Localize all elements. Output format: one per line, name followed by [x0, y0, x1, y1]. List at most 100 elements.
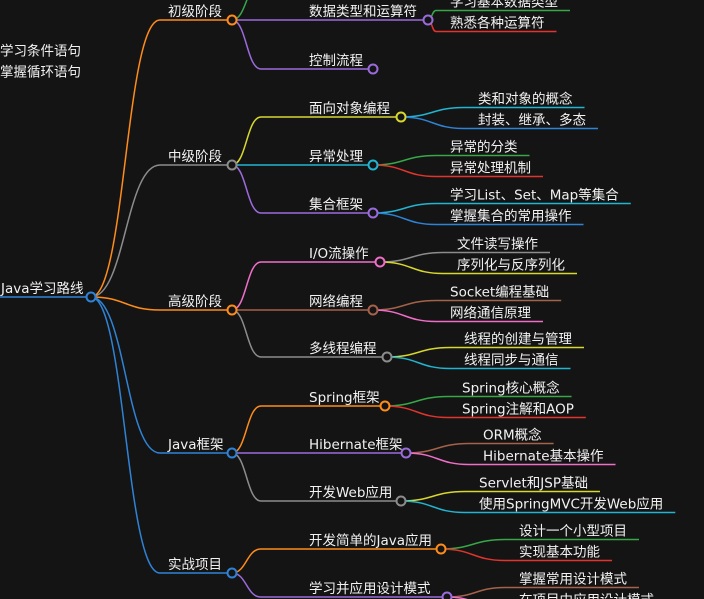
item-label: Socket编程基础 — [450, 284, 549, 301]
topic-label: I/O流操作 — [309, 246, 369, 262]
item-connector — [372, 202, 437, 214]
item-label: 网络通信原理 — [450, 306, 531, 322]
topic-node-dot[interactable] — [367, 159, 379, 171]
topic-node-dot[interactable] — [395, 111, 407, 123]
item-connector — [400, 490, 466, 502]
item-label: 序列化与反序列化 — [457, 258, 565, 274]
item-label: 在项目中应用设计模式 — [519, 592, 654, 599]
topic-connector — [231, 309, 262, 358]
topic-label: 异常处理 — [309, 149, 363, 165]
item-label: 掌握集合的常用操作 — [450, 209, 572, 225]
stage-label: Java框架 — [167, 437, 224, 453]
topic-connector — [231, 19, 262, 70]
topic-node-dot[interactable] — [379, 400, 391, 412]
item-connector — [372, 212, 437, 226]
stage-node-dot[interactable] — [226, 304, 238, 316]
item-connector — [440, 538, 506, 550]
item-connector — [405, 452, 470, 466]
item-connector — [386, 356, 451, 370]
item-label: 学习List、Set、Map等集合 — [450, 187, 619, 204]
item-connector — [400, 116, 465, 130]
topic-label: 学习并应用设计模式 — [309, 580, 431, 597]
topic-label: 面向对象编程 — [309, 101, 390, 117]
item-connector — [384, 405, 449, 419]
stage-node-dot[interactable] — [226, 159, 238, 171]
item-connector — [372, 309, 437, 323]
topic-connector — [231, 164, 262, 214]
topic-node-dot[interactable] — [395, 495, 407, 507]
item-connector — [379, 251, 444, 263]
item-label: Servlet和JSP基础 — [479, 475, 588, 492]
topic-label: 开发简单的Java应用 — [309, 532, 432, 549]
topic-connector — [231, 116, 262, 166]
item-label: 异常处理机制 — [450, 161, 531, 177]
stage-connector — [90, 19, 161, 298]
item-connector — [379, 261, 444, 275]
stage-connector — [90, 296, 161, 454]
item-label: 使用SpringMVC开发Web应用 — [479, 496, 663, 513]
item-connector — [372, 299, 437, 311]
item-label: 异常的分类 — [450, 140, 518, 156]
topic-node-dot[interactable] — [400, 447, 412, 459]
topic-node-dot[interactable] — [422, 14, 434, 26]
item-connector — [446, 586, 506, 598]
root-label: Java学习路线 — [0, 281, 84, 297]
stage-node-dot[interactable] — [226, 447, 238, 459]
stage-node-dot[interactable] — [226, 567, 238, 579]
item-label: 线程的创建与管理 — [464, 332, 572, 348]
item-label: 熟悉各种运算符 — [450, 16, 545, 32]
item-label: ORM概念 — [483, 427, 542, 444]
item-connector — [405, 442, 470, 454]
item-label: Spring注解和AOP — [462, 402, 574, 418]
item-connector — [440, 548, 506, 562]
item-label: 实现基本功能 — [519, 544, 600, 561]
item-label: 学习基本数据类型 — [450, 0, 558, 11]
root-node-dot[interactable] — [85, 291, 97, 303]
item-connector — [400, 106, 465, 118]
topic-node-dot[interactable] — [367, 304, 379, 316]
item-label: 类和对象的概念 — [478, 91, 573, 108]
topic-node-dot[interactable] — [435, 543, 447, 555]
topic-node-dot[interactable] — [381, 351, 393, 363]
item-label: 封装、继承、多态 — [478, 112, 586, 129]
item-label: 学习条件语句 — [0, 43, 81, 60]
stage-connector — [90, 296, 161, 311]
topic-label: 开发Web应用 — [309, 484, 392, 501]
item-label: 文件读写操作 — [457, 237, 538, 253]
stage-label: 实战项目 — [168, 557, 222, 573]
item-label: Spring核心概念 — [462, 380, 560, 397]
topic-node-dot[interactable] — [441, 591, 453, 599]
topic-connector — [231, 452, 262, 502]
topic-connector — [231, 548, 262, 574]
topic-label: 网络编程 — [309, 294, 363, 310]
item-connector — [400, 500, 466, 514]
topic-connector — [231, 405, 262, 454]
stage-connector — [90, 164, 161, 298]
topic-label: Spring框架 — [309, 390, 380, 406]
item-connector — [384, 395, 449, 407]
topic-node-dot[interactable] — [367, 207, 379, 219]
topic-node-dot[interactable] — [374, 256, 386, 268]
item-connector — [372, 164, 437, 178]
topic-connector — [231, 572, 262, 598]
topic-label: 多线程编程 — [309, 340, 377, 357]
topic-node-dot[interactable] — [367, 63, 379, 75]
topic-label: 控制流程 — [309, 53, 363, 69]
stage-label: 高级阶段 — [168, 293, 222, 310]
item-label: 掌握常用设计模式 — [519, 572, 627, 588]
item-label: 设计一个小型项目 — [519, 524, 627, 540]
topic-label: Hibernate框架 — [309, 437, 403, 453]
item-connector — [386, 346, 451, 358]
item-connector — [372, 154, 437, 166]
stage-connector — [90, 296, 161, 574]
topic-label: 数据类型和运算符 — [309, 4, 417, 20]
item-label: 线程同步与通信 — [464, 353, 559, 369]
stage-label: 中级阶段 — [168, 149, 222, 165]
stage-node-dot[interactable] — [226, 14, 238, 26]
topic-connector — [231, 261, 262, 311]
item-label: Hibernate基本操作 — [483, 448, 604, 465]
topic-label: 集合框架 — [309, 197, 363, 213]
item-connector — [446, 596, 468, 599]
stage-label: 初级阶段 — [168, 3, 222, 20]
